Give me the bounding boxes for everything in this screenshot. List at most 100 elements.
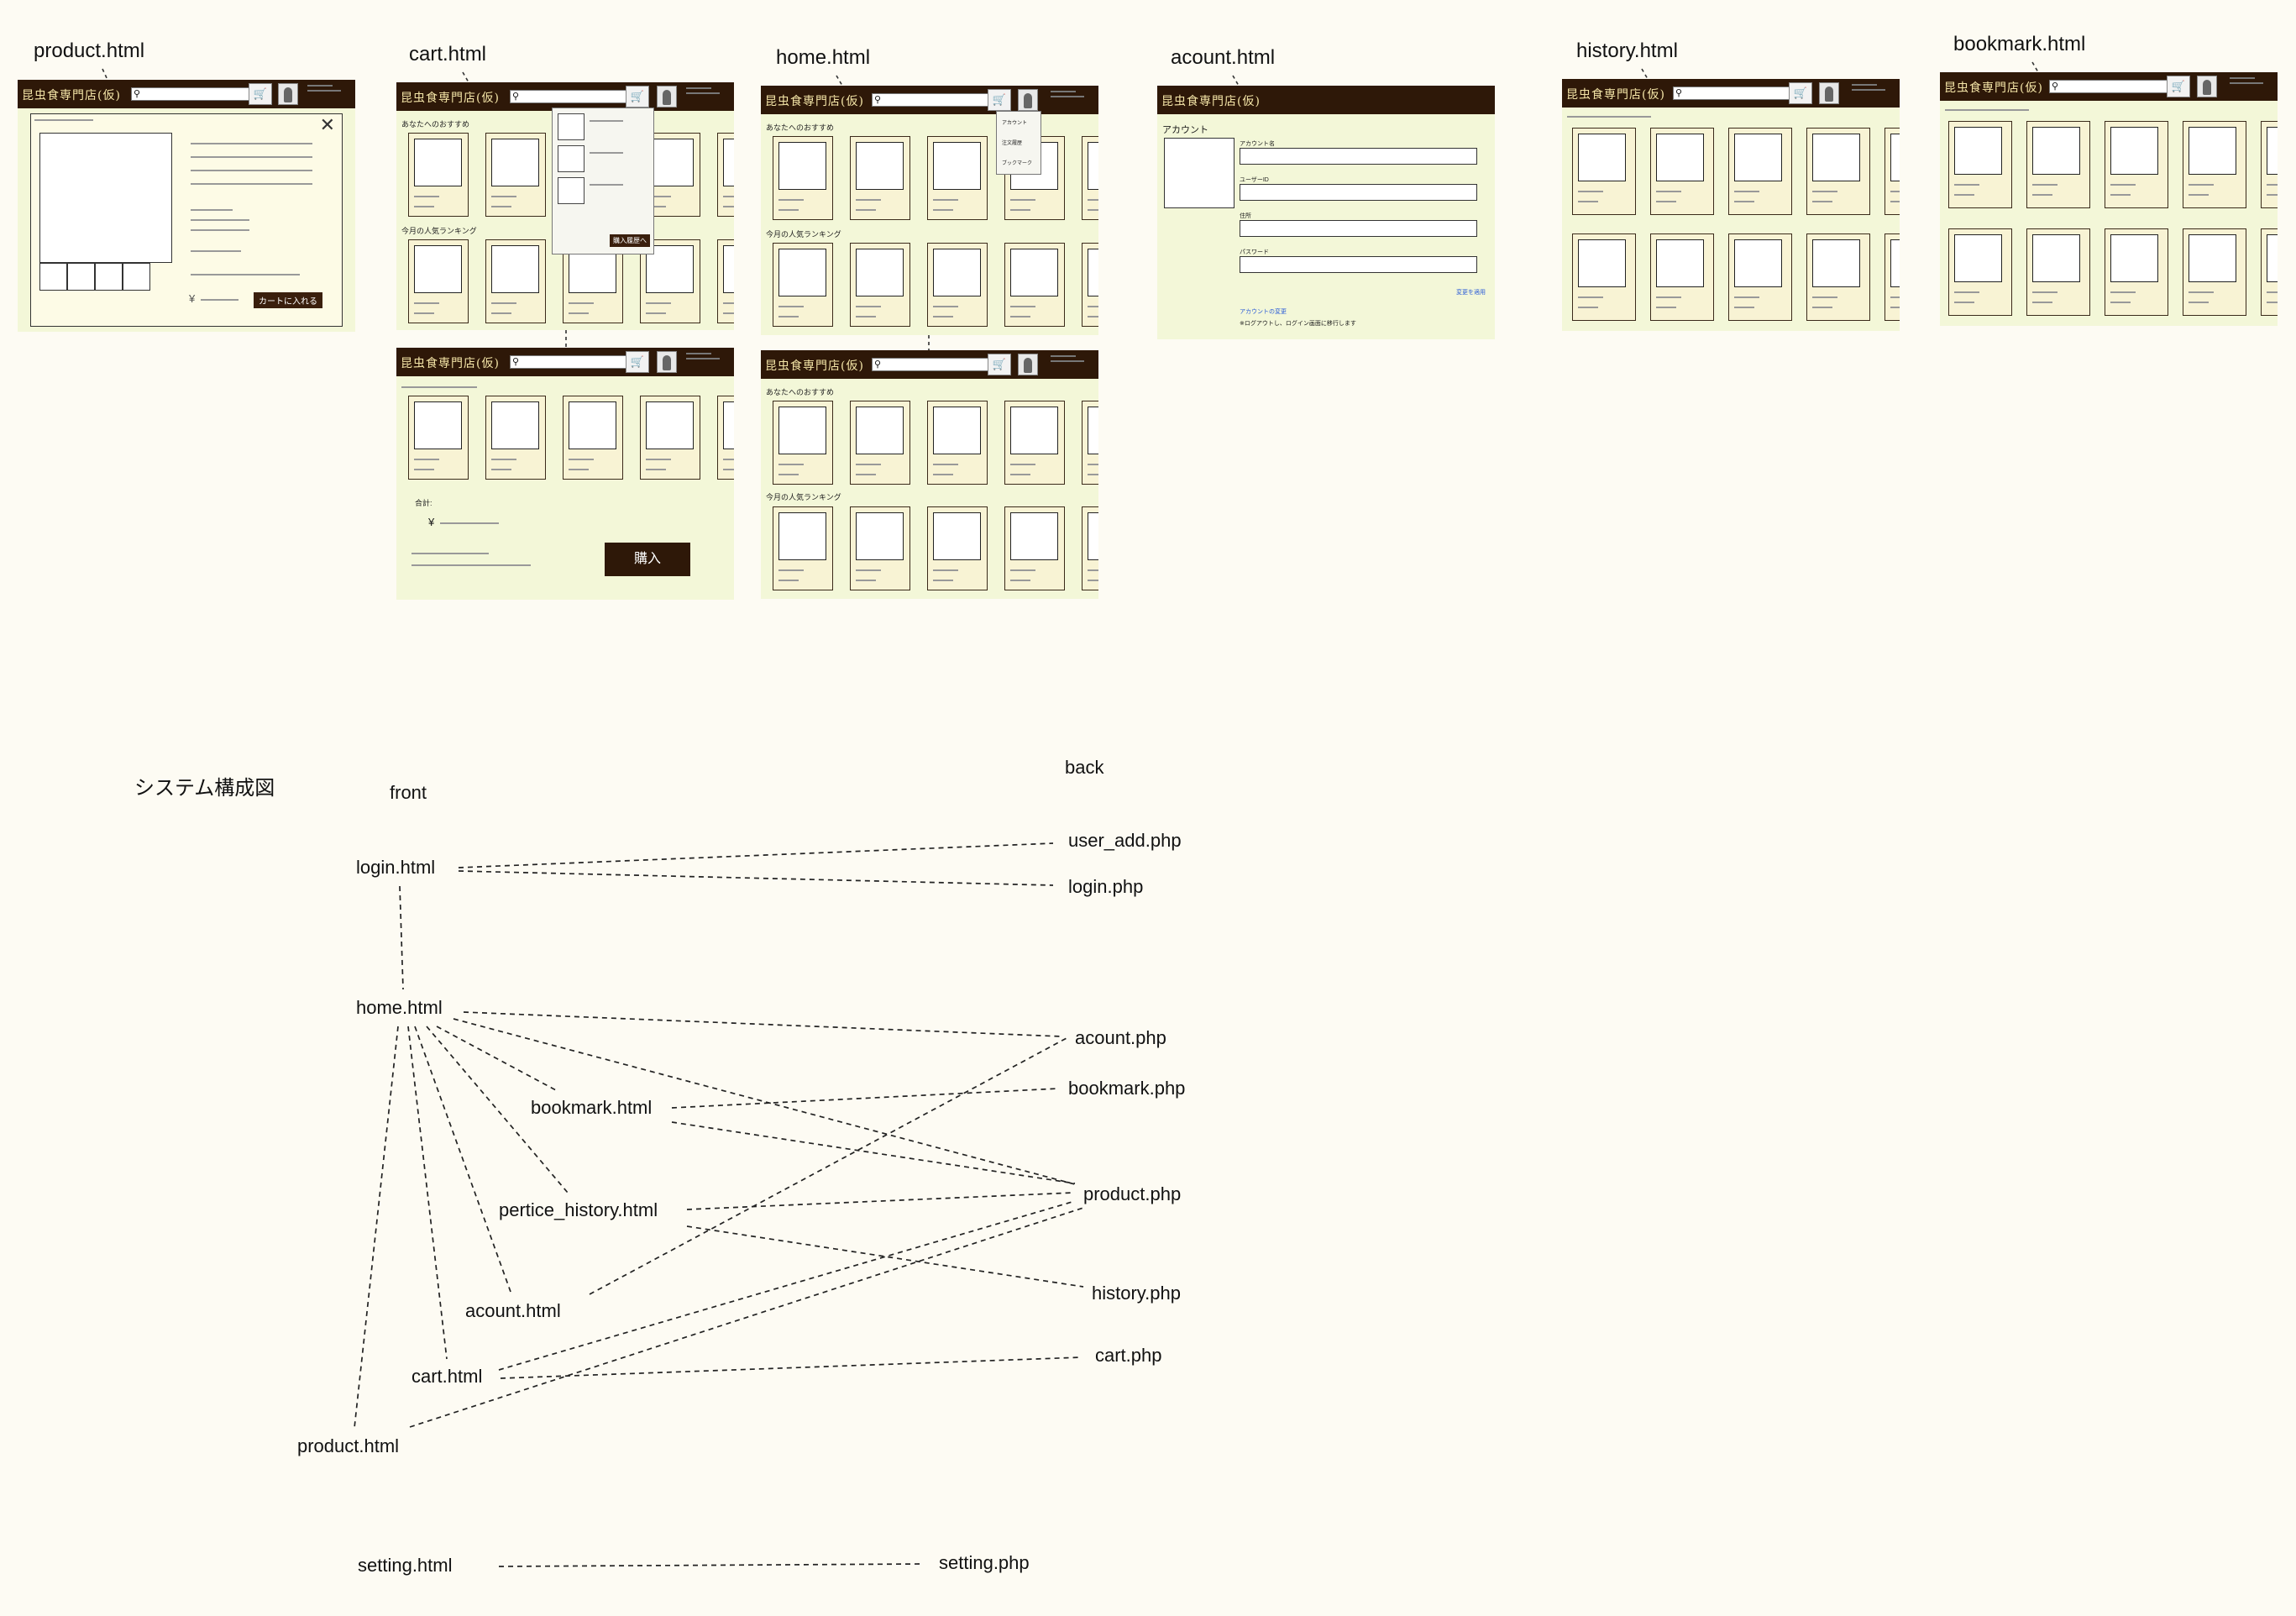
- product-card[interactable]: [927, 506, 988, 590]
- product-card[interactable]: [2026, 228, 2090, 316]
- site-header: 昆虫食専門店(仮) ⚲ 🛒: [18, 80, 355, 108]
- purchase-history-button[interactable]: 購入履歴へ: [610, 234, 650, 247]
- cart-icon[interactable]: 🛒: [249, 83, 272, 105]
- menu-item-bookmark[interactable]: ブックマーク: [1002, 161, 1033, 166]
- product-price-line: [856, 209, 876, 211]
- product-card[interactable]: [717, 133, 734, 217]
- cart-icon[interactable]: 🛒: [988, 89, 1011, 111]
- avatar[interactable]: [1164, 138, 1234, 208]
- product-card[interactable]: [1948, 121, 2012, 208]
- product-card[interactable]: [717, 239, 734, 323]
- ranking-heading: 今月の人気ランキング: [766, 230, 841, 239]
- search-icon: ⚲: [874, 359, 882, 370]
- thumbnail[interactable]: [95, 263, 123, 291]
- user-icon[interactable]: [657, 86, 677, 108]
- product-card[interactable]: [1082, 136, 1098, 220]
- product-card[interactable]: [1885, 233, 1900, 321]
- cart-icon[interactable]: 🛒: [626, 86, 649, 108]
- edge-history-history-php: [686, 1225, 1084, 1288]
- product-card[interactable]: [773, 243, 833, 327]
- user-icon[interactable]: [278, 83, 298, 105]
- product-card[interactable]: [640, 396, 700, 480]
- user-icon[interactable]: [1819, 82, 1839, 104]
- product-card[interactable]: [563, 396, 623, 480]
- product-card[interactable]: [850, 243, 910, 327]
- product-card[interactable]: [1082, 506, 1098, 590]
- product-card[interactable]: [1806, 128, 1870, 215]
- product-card[interactable]: [717, 396, 734, 480]
- product-card[interactable]: [2183, 228, 2246, 316]
- cart-icon[interactable]: 🛒: [1789, 82, 1812, 104]
- product-card[interactable]: [2026, 121, 2090, 208]
- search-input[interactable]: ⚲: [510, 355, 640, 369]
- product-image: [778, 512, 826, 560]
- change-account-link[interactable]: アカウントの変更: [1240, 309, 1287, 315]
- cart-icon[interactable]: 🛒: [2167, 76, 2190, 97]
- close-icon[interactable]: ✕: [319, 114, 335, 135]
- product-card[interactable]: [2261, 121, 2278, 208]
- product-card[interactable]: [773, 136, 833, 220]
- product-card[interactable]: [1806, 233, 1870, 321]
- product-card[interactable]: [1650, 233, 1714, 321]
- product-card[interactable]: [1572, 128, 1636, 215]
- product-card[interactable]: [1728, 233, 1792, 321]
- product-card[interactable]: [2105, 121, 2168, 208]
- edge-history-product-php: [686, 1192, 1074, 1210]
- product-card[interactable]: [1650, 128, 1714, 215]
- product-card[interactable]: [485, 239, 546, 323]
- apply-changes-link[interactable]: 変更を適用: [1456, 290, 1486, 296]
- product-card[interactable]: [850, 506, 910, 590]
- product-card[interactable]: [927, 401, 988, 485]
- cart-icon[interactable]: 🛒: [988, 354, 1011, 375]
- product-card[interactable]: [2105, 228, 2168, 316]
- user-id-field[interactable]: [1240, 184, 1477, 201]
- search-input[interactable]: ⚲: [131, 87, 261, 101]
- thumbnail[interactable]: [123, 263, 150, 291]
- product-card[interactable]: [1728, 128, 1792, 215]
- product-card[interactable]: [773, 401, 833, 485]
- user-icon[interactable]: [2197, 76, 2217, 97]
- product-card[interactable]: [1004, 401, 1065, 485]
- account-name-field[interactable]: [1240, 148, 1477, 165]
- product-name-line: [856, 199, 881, 201]
- user-icon[interactable]: [1018, 89, 1038, 111]
- buy-button[interactable]: 購入: [605, 543, 690, 576]
- add-to-cart-button[interactable]: カートに入れる: [254, 292, 322, 308]
- search-input[interactable]: ⚲: [2049, 80, 2183, 93]
- product-card[interactable]: [1885, 128, 1900, 215]
- product-card[interactable]: [1082, 243, 1098, 327]
- product-card[interactable]: [927, 136, 988, 220]
- product-card[interactable]: [773, 506, 833, 590]
- product-card[interactable]: [408, 239, 469, 323]
- product-modal: ✕ ¥ カートに入れる: [30, 113, 343, 327]
- product-image: [1088, 142, 1098, 190]
- user-icon[interactable]: [657, 351, 677, 373]
- product-card[interactable]: [927, 243, 988, 327]
- product-card[interactable]: [1004, 243, 1065, 327]
- product-card[interactable]: [408, 396, 469, 480]
- product-card[interactable]: [2261, 228, 2278, 316]
- search-input[interactable]: ⚲: [1673, 87, 1806, 100]
- product-card[interactable]: [408, 133, 469, 217]
- password-field[interactable]: [1240, 256, 1477, 273]
- product-card[interactable]: [1082, 401, 1098, 485]
- product-card[interactable]: [850, 136, 910, 220]
- product-card[interactable]: [485, 133, 546, 217]
- product-card[interactable]: [850, 401, 910, 485]
- menu-item-account[interactable]: アカウント: [1002, 121, 1028, 126]
- thumbnail[interactable]: [67, 263, 95, 291]
- product-price-line: [2032, 194, 2052, 196]
- product-card[interactable]: [485, 396, 546, 480]
- thumbnail[interactable]: [39, 263, 67, 291]
- product-card[interactable]: [2183, 121, 2246, 208]
- node-user-add-php: user_add.php: [1068, 830, 1182, 851]
- menu-item-order-history[interactable]: 注文履歴: [1002, 141, 1023, 146]
- address-field[interactable]: [1240, 220, 1477, 237]
- product-card[interactable]: [1004, 506, 1065, 590]
- user-icon[interactable]: [1018, 354, 1038, 375]
- cart-icon[interactable]: 🛒: [626, 351, 649, 373]
- product-card[interactable]: [1572, 233, 1636, 321]
- recommend-heading: あなたへのおすすめ: [766, 123, 835, 132]
- product-card[interactable]: [1948, 228, 2012, 316]
- product-image: [933, 142, 981, 190]
